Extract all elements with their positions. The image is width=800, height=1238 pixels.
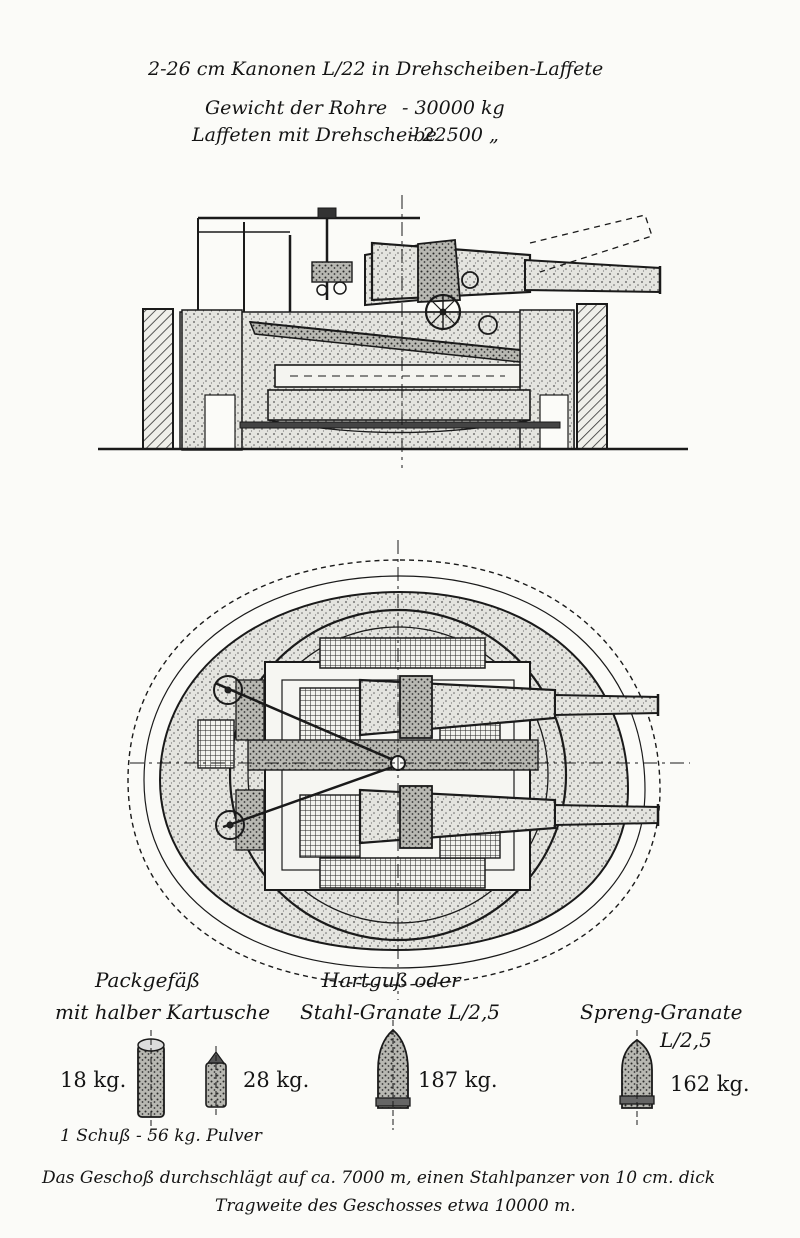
ap-shell-label-2: Stahl-Granate L/2,5 xyxy=(300,1000,501,1024)
barrel-weight-value: - 30000 kg xyxy=(402,97,505,119)
range-note: Tragweite des Geschosses etwa 10000 m. xyxy=(215,1196,576,1216)
carriage-weight-value: - 22500 „ xyxy=(410,124,499,146)
cartridge-container-large xyxy=(137,1030,165,1132)
page-title: 2-26 cm Kanonen L/22 in Drehscheiben-Laf… xyxy=(148,58,604,80)
cartridge-container-small xyxy=(205,1046,227,1115)
he-shell-label-1: Spreng-Granate xyxy=(580,1000,743,1024)
projectile-sketches xyxy=(137,1020,655,1132)
armor-piercing-shell xyxy=(375,1020,411,1130)
left-wall-timber xyxy=(142,308,174,450)
cartridge-label-2: mit halber Kartusche xyxy=(55,1000,271,1024)
he-shell-label-2: L/2,5 xyxy=(660,1028,712,1052)
plan-view xyxy=(127,540,690,1000)
carriage-weight-label: Laffeten mit Drehscheibe xyxy=(192,124,437,146)
powder-charge-note: 1 Schuß - 56 kg. Pulver xyxy=(60,1126,262,1146)
right-wall-timber xyxy=(576,303,608,450)
cartridge-weight-1: 18 kg. xyxy=(60,1068,127,1092)
ap-shell-weight: 187 kg. xyxy=(418,1068,498,1092)
barrel-weight-label: Gewicht der Rohre xyxy=(205,97,388,119)
high-explosive-shell xyxy=(619,1030,655,1125)
side-elevation-view xyxy=(98,195,688,468)
penetration-note: Das Geschoß durchschlägt auf ca. 7000 m,… xyxy=(42,1168,716,1188)
cartridge-weight-2: 28 kg. xyxy=(243,1068,310,1092)
ap-shell-label-1: Hartguß oder xyxy=(322,968,461,992)
cartridge-label-1: Packgefäß xyxy=(95,968,201,992)
he-shell-weight: 162 kg. xyxy=(670,1072,750,1096)
